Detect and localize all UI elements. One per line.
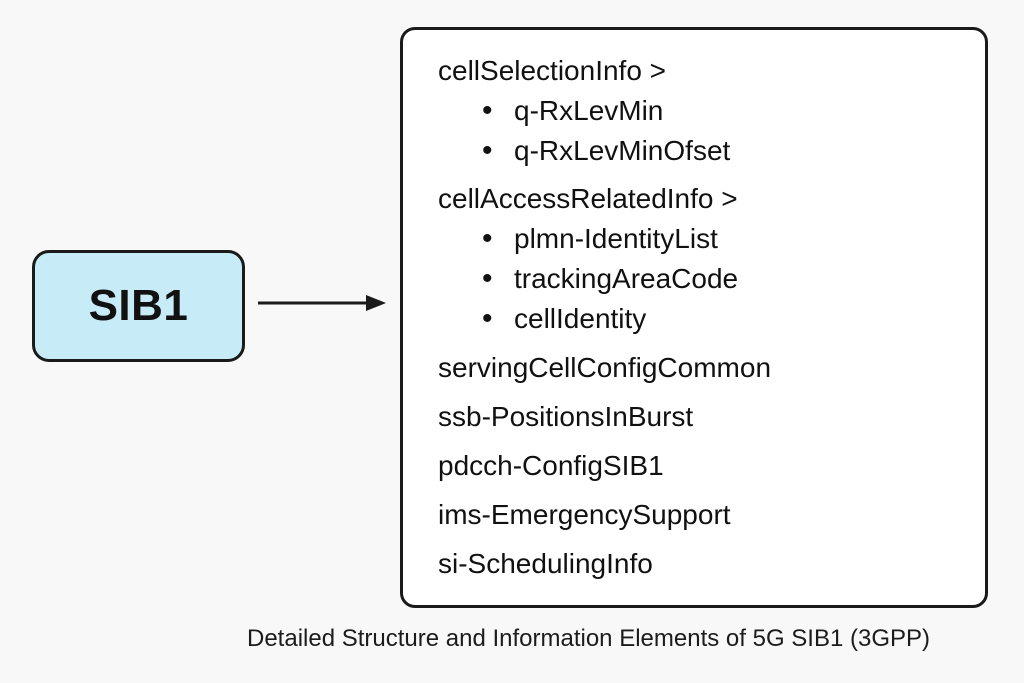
bullet-list-cell-access: plmn-IdentityList trackingAreaCode cellI… <box>438 219 967 339</box>
item-ims-emergency-support: ims-EmergencySupport <box>438 499 731 530</box>
list-item: trackingAreaCode <box>438 259 967 299</box>
list-item: plmn-IdentityList <box>438 219 967 259</box>
diagram-caption: Detailed Structure and Information Eleme… <box>247 625 930 652</box>
arrow-right-icon <box>258 295 386 311</box>
item-pdcch-config-sib1: pdcch-ConfigSIB1 <box>438 450 664 481</box>
group-header-cell-selection-info: cellSelectionInfo > <box>438 55 667 86</box>
sib1-node-label: SIB1 <box>88 281 189 330</box>
list-item: q-RxLevMinOfset <box>438 131 967 171</box>
item-si-scheduling-info: si-SchedulingInfo <box>438 548 653 579</box>
group-header-cell-access-related-info: cellAccessRelatedInfo > <box>438 183 738 214</box>
sib1-node: SIB1 <box>32 250 245 362</box>
list-item: q-RxLevMin <box>438 91 967 131</box>
bullet-list-cell-selection: q-RxLevMin q-RxLevMinOfset <box>438 91 967 171</box>
item-serving-cell-config-common: servingCellConfigCommon <box>438 352 772 383</box>
list-item: cellIdentity <box>438 299 967 339</box>
item-ssb-positions-in-burst: ssb-PositionsInBurst <box>438 401 694 432</box>
sib1-detail-box: cellSelectionInfo > q-RxLevMin q-RxLevMi… <box>400 27 988 608</box>
